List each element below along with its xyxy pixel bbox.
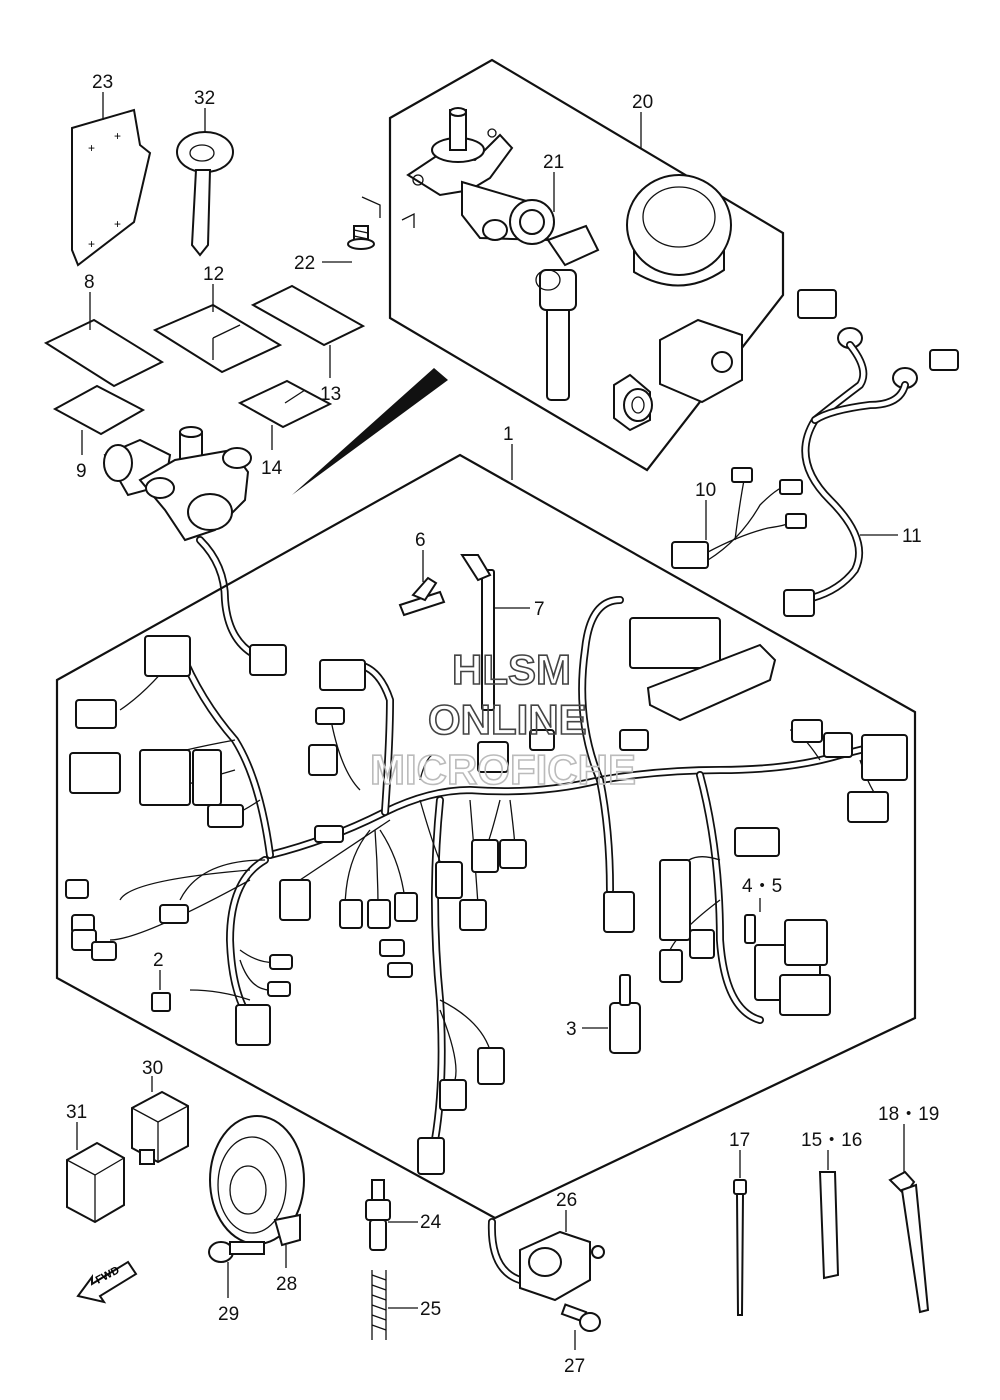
relay-part-30[interactable]: 30: [131, 1058, 189, 1165]
label-sheet-14[interactable]: [237, 379, 333, 429]
lock-set-outline: [388, 58, 785, 472]
main-switch-assembly[interactable]: [103, 426, 287, 676]
band-part-7[interactable]: 7: [460, 554, 545, 711]
label-sheet-8[interactable]: [43, 318, 165, 388]
forward-arrow-icon: FWD: [76, 1260, 138, 1304]
clamp-part-6[interactable]: 6: [398, 530, 446, 617]
clamp-part-18-19[interactable]: 18・19: [878, 1104, 939, 1314]
sub-harness-part-11[interactable]: 11: [783, 289, 959, 617]
bolt-part-27[interactable]: 27: [560, 1303, 601, 1377]
callout-10: 10: [695, 480, 716, 501]
sensor-part-3[interactable]: 3: [566, 974, 641, 1054]
ignition-switch-part[interactable]: [406, 107, 555, 245]
callout-24: 24: [420, 1212, 442, 1233]
callout-14: 14: [261, 458, 283, 479]
watermark: HLSM ONLINE MICROFICHE: [369, 645, 637, 794]
callout-11: 11: [902, 526, 922, 547]
svg-text:+: +: [114, 217, 121, 231]
callout-9: 9: [76, 461, 87, 482]
callout-12: 12: [203, 264, 224, 285]
callout-1: 1: [503, 424, 514, 445]
callout-13: 13: [320, 384, 341, 405]
watermark-line1: HLSM: [452, 646, 571, 693]
seat-lock-part[interactable]: [659, 318, 743, 404]
plate-part-23[interactable]: + + + + 23: [71, 72, 152, 267]
label-sheet-12[interactable]: [152, 303, 283, 374]
callout-6: 6: [415, 530, 426, 551]
callout-23: 23: [92, 72, 113, 93]
watermark-line3: MICROFICHE: [370, 746, 636, 793]
callout-28: 28: [276, 1274, 297, 1295]
harness-outline: [55, 453, 917, 1220]
callout-18-19: 18・19: [878, 1104, 939, 1125]
callout-32: 32: [194, 88, 215, 109]
callout-26: 26: [556, 1190, 577, 1211]
relay-part-31[interactable]: 31: [66, 1102, 125, 1224]
screw-part-22[interactable]: 22: [294, 196, 415, 274]
label-sheets-group: 8 12 13 9 14: [43, 264, 366, 482]
callout-22: 22: [294, 253, 315, 274]
callout-21: 21: [543, 152, 564, 173]
key-part[interactable]: [535, 224, 600, 401]
horn-part-28[interactable]: 28: [209, 1115, 305, 1295]
callout-20: 20: [632, 92, 653, 113]
callout-27: 27: [564, 1356, 585, 1377]
switch-part-24[interactable]: 24: [365, 1179, 442, 1251]
fuel-cap-part[interactable]: [626, 174, 732, 287]
callout-8: 8: [84, 272, 95, 293]
svg-text:+: +: [88, 237, 95, 251]
label-sheet-13a[interactable]: [250, 284, 366, 347]
direction-wedge: [292, 368, 448, 495]
callout-15-16: 15・16: [801, 1130, 862, 1151]
key-part-32[interactable]: 32: [176, 88, 234, 257]
callout-17: 17: [729, 1130, 750, 1151]
callout-29: 29: [218, 1304, 239, 1325]
lock-cylinder-part[interactable]: [613, 373, 653, 432]
svg-text:+: +: [114, 129, 121, 143]
wire-harness-part[interactable]: [65, 596, 908, 1175]
connector-part-2[interactable]: 2: [151, 950, 171, 1012]
callout-4-5: 4・5: [742, 876, 782, 897]
callout-31: 31: [66, 1102, 87, 1123]
callout-25: 25: [420, 1299, 441, 1320]
watermark-line2: ONLINE: [428, 696, 587, 743]
callout-7: 7: [534, 599, 545, 620]
spring-part-25[interactable]: 25: [371, 1270, 441, 1340]
callout-2: 2: [153, 950, 164, 971]
cable-tie-part-17[interactable]: 17: [729, 1130, 750, 1316]
sub-harness-part-10[interactable]: 10: [671, 467, 807, 569]
clamp-part-15-16[interactable]: 15・16: [801, 1130, 862, 1280]
bolt-part-29[interactable]: 29: [208, 1241, 265, 1325]
sensor-part-26[interactable]: 26: [487, 1190, 605, 1302]
callout-3: 3: [566, 1019, 577, 1040]
lock-set-group: 20 21: [388, 58, 785, 472]
callout-30: 30: [142, 1058, 163, 1079]
svg-text:+: +: [88, 141, 95, 155]
label-sheet-9[interactable]: [52, 384, 146, 436]
